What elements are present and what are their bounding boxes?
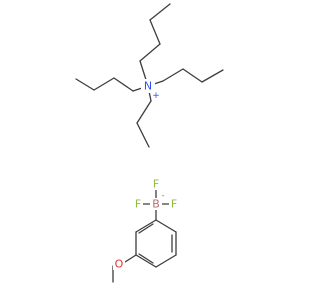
bond bbox=[124, 254, 137, 263]
bond bbox=[113, 77, 134, 92]
methoxyphenyl-trifluoroborate-anion: B - F F F O bbox=[112, 178, 179, 283]
bond bbox=[162, 68, 184, 82]
bond bbox=[93, 77, 115, 91]
bond bbox=[138, 253, 154, 264]
bond bbox=[149, 3, 171, 21]
atom-fluorine-top: F bbox=[153, 178, 159, 191]
charge-minus: - bbox=[161, 191, 164, 201]
charge-plus: + bbox=[152, 91, 160, 101]
bond bbox=[138, 223, 154, 234]
bond bbox=[75, 78, 95, 91]
bond bbox=[136, 100, 152, 124]
atom-boron: B bbox=[152, 198, 160, 211]
bond bbox=[135, 254, 157, 268]
atom-fluorine-right: F bbox=[171, 198, 177, 211]
bond bbox=[149, 19, 161, 45]
bond bbox=[155, 254, 177, 268]
bond bbox=[182, 68, 203, 83]
bond bbox=[155, 219, 177, 233]
bond bbox=[136, 122, 150, 148]
molecule-diagram: N + B - F F F O bbox=[75, 3, 224, 283]
atom-oxygen: O bbox=[115, 258, 124, 271]
tetrabutylammonium-cation: N + bbox=[75, 3, 224, 148]
bond bbox=[135, 219, 157, 233]
bond bbox=[139, 43, 161, 62]
bond bbox=[201, 69, 224, 83]
atom-fluorine-left: F bbox=[135, 198, 141, 211]
atom-nitrogen: N bbox=[144, 80, 152, 93]
